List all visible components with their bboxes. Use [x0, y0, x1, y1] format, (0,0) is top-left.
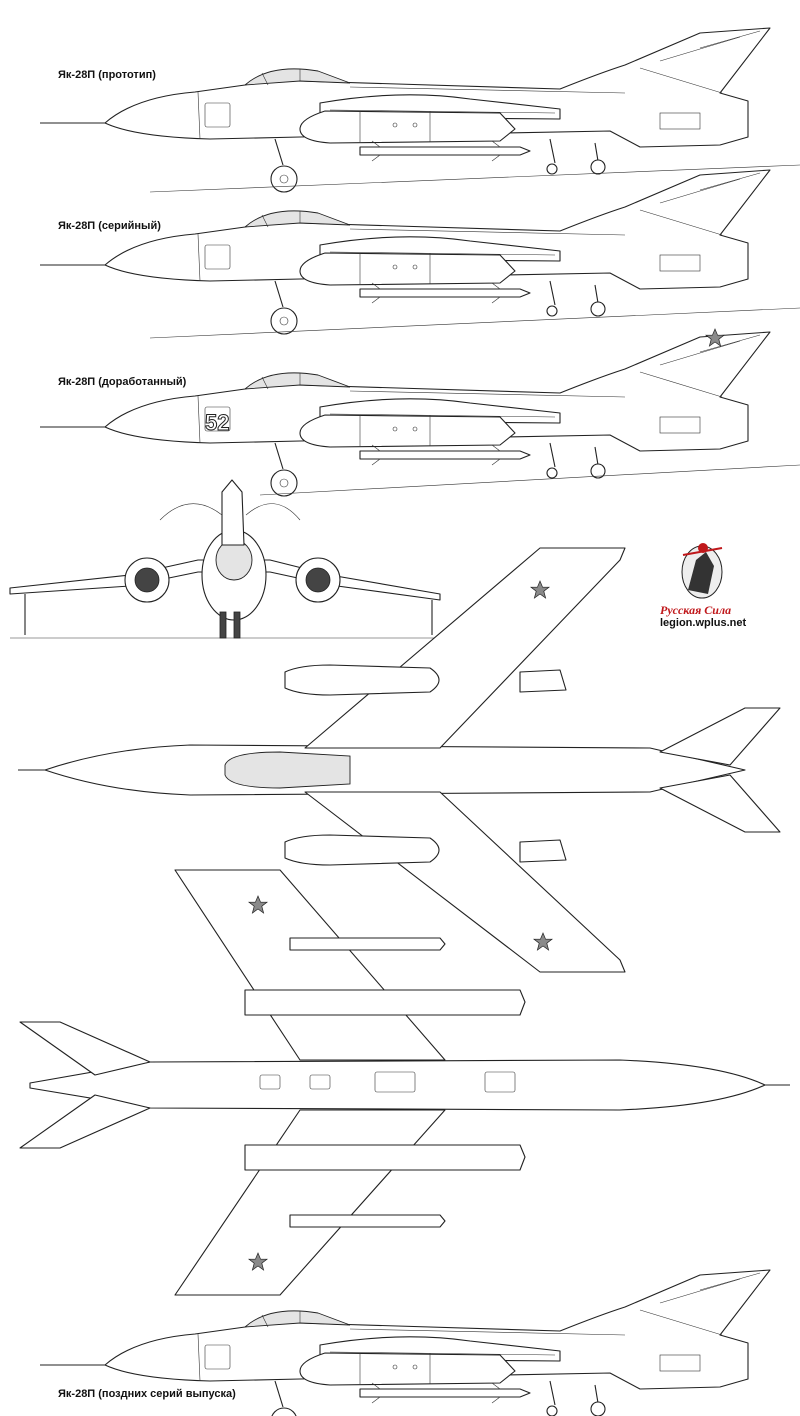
side-view-late-series	[39, 1269, 771, 1416]
top-view	[18, 547, 781, 973]
label-serial: Як-28П (серийный)	[58, 220, 161, 232]
tail-number: 52	[205, 410, 229, 435]
front-view	[9, 479, 450, 639]
side-view-modified: 52	[39, 328, 800, 497]
ground-line	[149, 164, 800, 193]
bottom-view	[19, 869, 790, 1296]
label-modified: Як-28П (доработанный)	[58, 376, 187, 388]
side-view-prototype	[39, 27, 800, 193]
side-view-serial	[39, 169, 800, 339]
label-late-series: Як-28П (поздних серий выпуска)	[58, 1388, 236, 1400]
ground-line	[149, 307, 800, 339]
logo-title: Русская Сила	[660, 603, 732, 617]
label-prototype: Як-28П (прототип)	[58, 69, 156, 81]
ground-line	[259, 464, 800, 496]
logo-url[interactable]: legion.wplus.net	[660, 617, 747, 629]
